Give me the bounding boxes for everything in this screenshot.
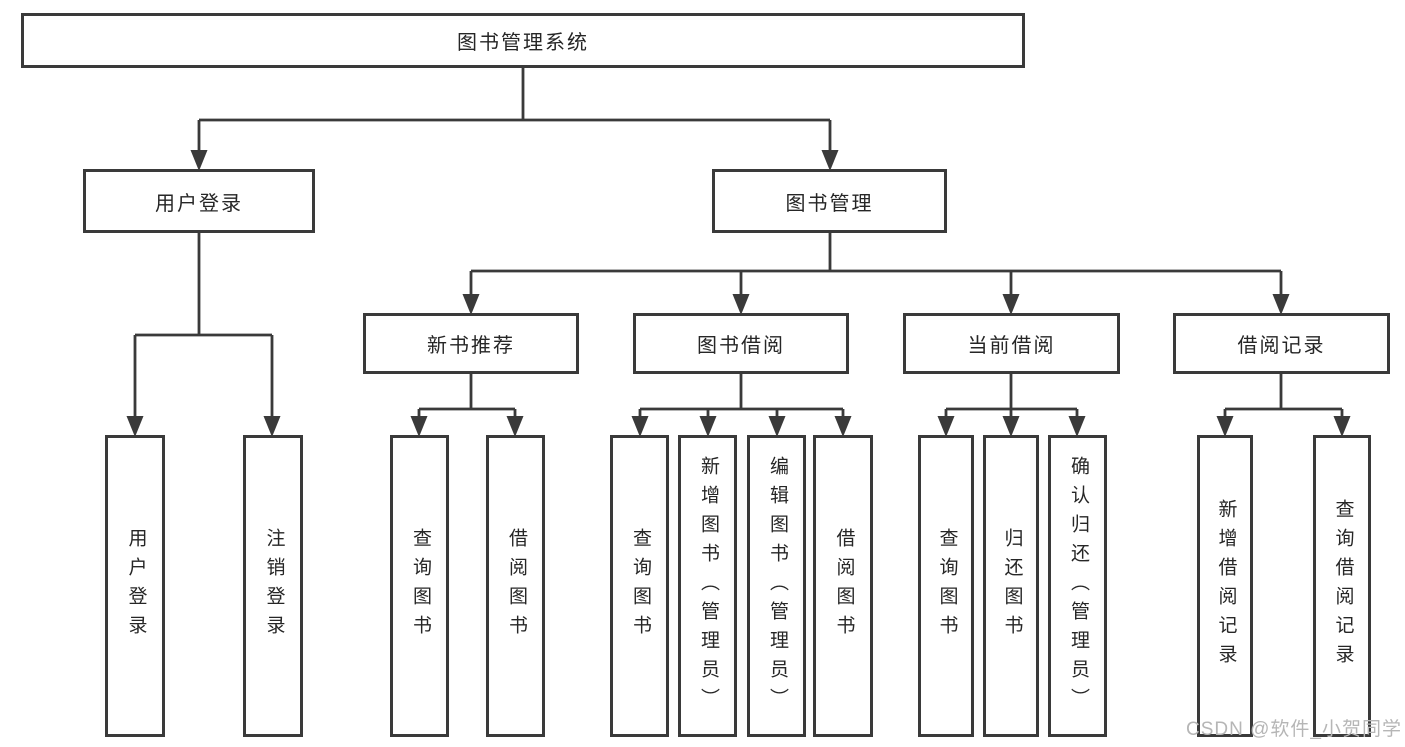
leaf-query-books-current: 查询图书 [918,435,974,737]
node-label: 图书借阅 [697,335,785,357]
node-borrow-records: 借阅记录 [1173,313,1390,374]
leaf-user-login: 用户登录 [105,435,165,737]
node-label: 新增借阅记录 [1215,499,1237,673]
node-label: 借阅记录 [1237,335,1326,357]
node-user-login: 用户登录 [83,169,315,233]
leaf-borrow-books: 借阅图书 [813,435,873,737]
leaf-query-borrow-record: 查询借阅记录 [1313,435,1371,737]
node-label: 归还图书 [1001,528,1023,644]
node-label: 图书管理系统 [457,32,589,54]
node-label: 图书管理 [785,192,874,215]
node-label: 当前借阅 [967,335,1056,357]
leaf-query-books-borrow: 查询图书 [610,435,669,737]
leaf-add-book-admin: 新增图书（管理员） [678,435,737,737]
node-label: 借阅图书 [505,528,527,644]
node-book-borrow: 图书借阅 [633,313,849,374]
node-label: 查询图书 [629,528,651,644]
node-label: 借阅图书 [833,528,855,644]
leaf-add-borrow-record: 新增借阅记录 [1197,435,1253,737]
leaf-logout: 注销登录 [243,435,303,737]
node-label: 查询借阅记录 [1332,499,1354,673]
node-new-book-recommend: 新书推荐 [363,313,579,374]
node-label: 注销登录 [263,528,285,644]
node-current-borrow: 当前借阅 [903,313,1120,374]
leaf-query-books-recommend: 查询图书 [390,435,449,737]
csdn-watermark: CSDN @软件_小贺同学 [1186,719,1402,740]
node-label: 编辑图书（管理员） [766,455,788,717]
node-label: 查询图书 [936,528,958,644]
node-book-management: 图书管理 [712,169,947,233]
node-label: 用户登录 [155,192,243,215]
node-label: 新增图书（管理员） [697,455,719,717]
node-library-management-system: 图书管理系统 [21,13,1025,68]
node-label: 新书推荐 [427,335,515,357]
leaf-confirm-return-admin: 确认归还（管理员） [1048,435,1107,737]
node-label: 确认归还（管理员） [1067,455,1089,717]
arrowheads [126,150,1351,437]
node-label: 查询图书 [409,528,431,644]
leaf-edit-book-admin: 编辑图书（管理员） [747,435,806,737]
leaf-borrow-books-recommend: 借阅图书 [486,435,545,737]
node-label: 用户登录 [125,528,147,644]
leaf-return-book: 归还图书 [983,435,1039,737]
